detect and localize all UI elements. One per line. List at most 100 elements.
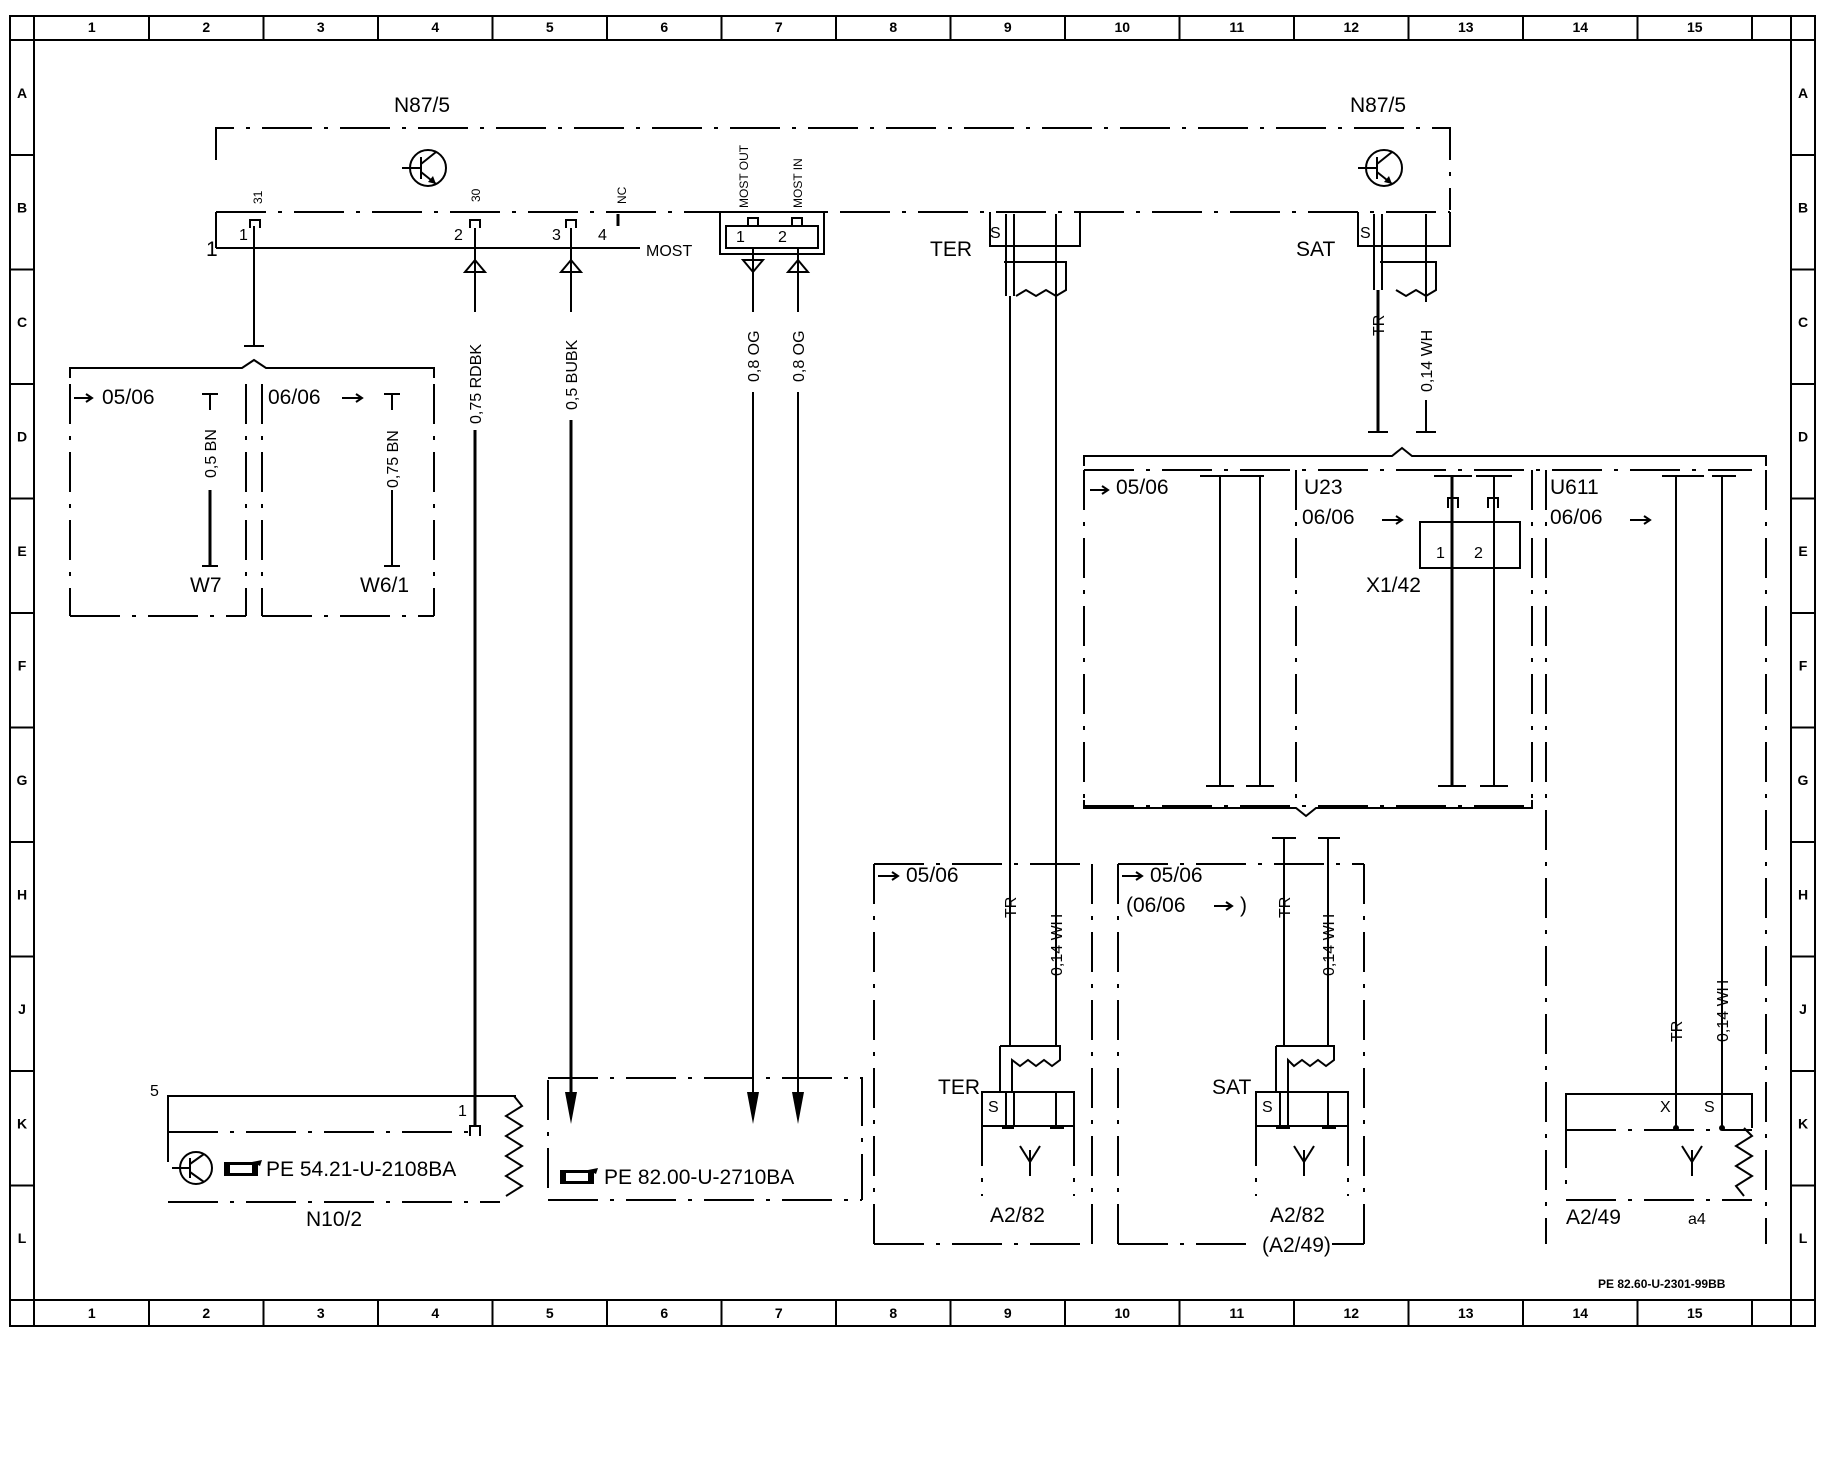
wire-tr-top: TR bbox=[1371, 315, 1388, 336]
column-label-13: 13 bbox=[1458, 19, 1474, 35]
column-label-4: 4 bbox=[431, 19, 439, 35]
pin-3: 3 bbox=[552, 219, 577, 244]
pin-3-label: 3 bbox=[552, 227, 561, 244]
pin-1-label: 1 bbox=[239, 227, 248, 244]
column-label-12: 12 bbox=[1343, 1305, 1359, 1321]
sat-connector-top: SAT S bbox=[1296, 212, 1451, 298]
row-label-D: D bbox=[1798, 429, 1808, 445]
n10-2-reference: PE 54.21-U-2108BA bbox=[266, 1158, 456, 1181]
antenna-amplifier-options: 05/06 U23 06/06 1 2 X1/42 U611 06/06 bbox=[1083, 446, 1767, 1244]
ground-option-box: 05/06 06/06 0,5 BN W7 0,75 BN W6/1 bbox=[69, 226, 435, 617]
svg-text:MOST IN: MOST IN bbox=[791, 158, 805, 208]
column-label-1: 1 bbox=[88, 19, 96, 35]
a2-49-module: X S A2/49 a4 bbox=[1565, 1093, 1754, 1229]
column-label-5: 5 bbox=[546, 1305, 554, 1321]
row-label-H: H bbox=[1798, 887, 1808, 903]
row-label-H: H bbox=[17, 887, 27, 903]
antenna-icon bbox=[1019, 1145, 1041, 1176]
pin-nc: NC 4 bbox=[598, 186, 629, 244]
row-label-B: B bbox=[1798, 200, 1808, 216]
x1-42-label: X1/42 bbox=[1366, 574, 1421, 597]
a2-49-label: A2/49 bbox=[1566, 1206, 1621, 1229]
transistor-icon bbox=[402, 149, 447, 187]
column-label-11: 11 bbox=[1229, 1305, 1244, 1321]
variant-06-06-left: 06/06 bbox=[268, 386, 321, 409]
pe-82-00-reference: PE 82.00-U-2710BA bbox=[604, 1166, 794, 1189]
pin-31: 31 1 bbox=[239, 190, 265, 244]
row-label-K: K bbox=[1798, 1116, 1808, 1132]
column-label-3: 3 bbox=[317, 1305, 325, 1321]
svg-text:S: S bbox=[988, 1099, 999, 1116]
row-label-C: C bbox=[1798, 314, 1808, 330]
column-label-1: 1 bbox=[88, 1305, 96, 1321]
pin-30: 30 2 bbox=[454, 188, 483, 244]
column-label-9: 9 bbox=[1004, 1305, 1012, 1321]
row-label-K: K bbox=[17, 1116, 27, 1132]
wire-0-14-wh-top: 0,14 WH bbox=[1419, 330, 1436, 392]
svg-text:NC: NC bbox=[615, 186, 629, 204]
w6-1-label: W6/1 bbox=[360, 574, 409, 597]
row-label-E: E bbox=[17, 543, 26, 559]
antenna-icon bbox=[1681, 1145, 1703, 1176]
wire-0-8-og-2: 0,8 OG bbox=[791, 330, 808, 382]
svg-text:S: S bbox=[990, 225, 1001, 242]
column-label-6: 6 bbox=[660, 19, 668, 35]
reference-hand-icon bbox=[560, 1168, 598, 1184]
svg-text:SAT: SAT bbox=[1296, 238, 1335, 261]
column-label-8: 8 bbox=[889, 19, 897, 35]
wire-0-5-bubk: 0,5 BUBK bbox=[564, 339, 581, 410]
x1-42-connector: 1 2 bbox=[1419, 475, 1521, 787]
a2-49-paren-label: (A2/49) bbox=[1262, 1234, 1331, 1257]
column-label-9: 9 bbox=[1004, 19, 1012, 35]
svg-text:2: 2 bbox=[1474, 545, 1483, 562]
column-label-2: 2 bbox=[202, 19, 210, 35]
variant-05-06-mid: 05/06 bbox=[1116, 476, 1169, 499]
column-label-3: 3 bbox=[317, 19, 325, 35]
variant-05-06-h2: 05/06 bbox=[1150, 864, 1203, 887]
row-label-B: B bbox=[17, 200, 27, 216]
column-label-14: 14 bbox=[1572, 1305, 1588, 1321]
wire-0-8-og-1: 0,8 OG bbox=[746, 330, 763, 382]
wire-0-75-rdbk: 0,75 RDBK bbox=[468, 344, 485, 424]
column-label-12: 12 bbox=[1343, 19, 1359, 35]
variant-06-06-u611: 06/06 bbox=[1550, 506, 1603, 529]
n87-5-module: N87/5 N87/5 1 MOST 31 1 bbox=[206, 94, 1451, 298]
svg-text:2: 2 bbox=[778, 229, 787, 246]
w7-label: W7 bbox=[190, 574, 222, 597]
svg-text:5: 5 bbox=[150, 1083, 159, 1100]
wire-0-5-bn: 0,5 BN bbox=[203, 429, 220, 478]
sat-bottom-label: SAT bbox=[1212, 1076, 1251, 1099]
row-label-A: A bbox=[1798, 85, 1808, 101]
wire-tr-h2: TR bbox=[1277, 897, 1294, 918]
wire-0-75-bn: 0,75 BN bbox=[385, 430, 402, 488]
svg-text:MOST OUT: MOST OUT bbox=[737, 144, 751, 208]
row-label-G: G bbox=[17, 772, 28, 788]
svg-text:30: 30 bbox=[469, 188, 483, 202]
n10-2-module: 5 1 PE 54.21-U-2108BA N10/2 bbox=[150, 1083, 524, 1231]
row-label-J: J bbox=[1799, 1001, 1807, 1017]
column-label-10: 10 bbox=[1114, 19, 1130, 35]
column-label-2: 2 bbox=[202, 1305, 210, 1321]
svg-text:1: 1 bbox=[736, 229, 745, 246]
a2-82-ter-module: 05/06 TER S A2/82 bbox=[873, 863, 1093, 1245]
row-label-C: C bbox=[17, 314, 27, 330]
column-label-10: 10 bbox=[1114, 1305, 1130, 1321]
a4-label: a4 bbox=[1688, 1211, 1706, 1228]
wire-0-14-wh-h2: 0,14 WH bbox=[1321, 914, 1338, 976]
power-wires: 0,75 RDBK 0,5 BUBK 0,8 OG 0,8 OG bbox=[462, 228, 811, 1126]
row-label-F: F bbox=[18, 658, 27, 674]
n87-5-label-left: N87/5 bbox=[394, 94, 450, 117]
drawing-reference: PE 82.60-U-2301-99BB bbox=[1598, 1277, 1726, 1291]
a2-82-sat-module: 05/06 (06/06 ) SAT S A2/82 (A2/49) bbox=[1117, 863, 1365, 1257]
variant-06-06-u23: 06/06 bbox=[1302, 506, 1355, 529]
svg-text:S: S bbox=[1262, 1099, 1273, 1116]
most-connector: 1 2 MOST OUT MOST IN bbox=[719, 144, 825, 255]
u23-label: U23 bbox=[1304, 476, 1343, 499]
pin-2-label: 2 bbox=[454, 227, 463, 244]
column-label-5: 5 bbox=[546, 19, 554, 35]
pin-4-label: 4 bbox=[598, 227, 607, 244]
ter-cable: TR 0,14 WH bbox=[1003, 296, 1066, 1046]
wire-0-14-wh-r: 0,14 WH bbox=[1715, 980, 1732, 1042]
